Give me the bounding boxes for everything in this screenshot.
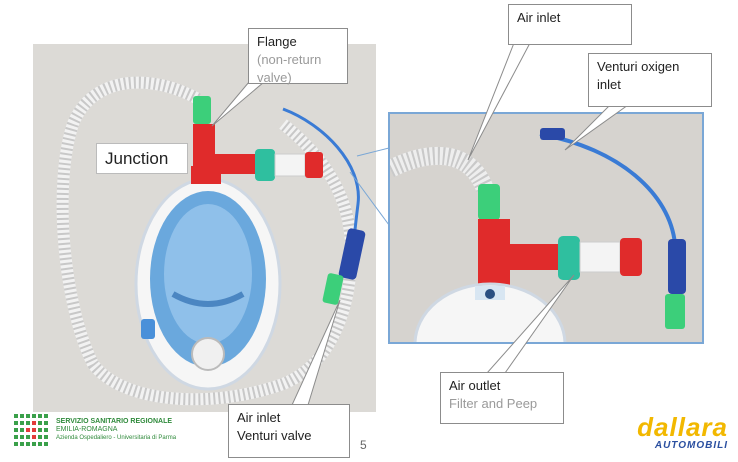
org-line2: EMILIA-ROMAGNA xyxy=(56,426,118,433)
org-logo xyxy=(14,414,52,446)
left-photo xyxy=(33,44,376,412)
callout-air-inlet-venturi-line2: Venturi valve xyxy=(237,428,312,443)
callout-air-outlet: Air outlet Filter and Peep xyxy=(440,372,564,424)
callout-air-outlet-sub: Filter and Peep xyxy=(449,396,538,411)
callout-venturi-oxygen-label: Venturi oxigen inlet xyxy=(597,59,680,92)
callout-flange-sub: (non-return valve) xyxy=(257,52,322,85)
callout-air-inlet-venturi-line1: Air inlet xyxy=(237,410,281,425)
callout-flange-title: Flange xyxy=(257,34,297,49)
dallara-wordmark: dallara xyxy=(637,412,728,442)
org-logo-grid-icon xyxy=(14,414,48,446)
org-line1: SERVIZIO SANITARIO REGIONALE xyxy=(56,418,173,425)
org-line3: Azienda Ospedaliero - Universitaria di P… xyxy=(56,435,177,441)
callout-air-inlet-top-label: Air inlet xyxy=(517,10,561,25)
callout-air-inlet-top: Air inlet xyxy=(508,4,632,45)
callout-venturi-oxygen: Venturi oxigen inlet xyxy=(588,53,712,107)
callout-junction: Junction xyxy=(96,143,188,174)
mask-assembly-illustration xyxy=(56,76,366,406)
callout-air-outlet-title: Air outlet xyxy=(449,378,501,393)
page-number: 5 xyxy=(360,438,367,452)
dallara-logo: dallara AUTOMOBILI xyxy=(588,414,728,454)
callout-air-inlet-venturi: Air inlet Venturi valve xyxy=(228,404,350,458)
org-text: SERVIZIO SANITARIO REGIONALE EMILIA-ROMA… xyxy=(56,418,206,442)
callout-junction-label: Junction xyxy=(105,149,169,168)
callout-flange: Flange (non-return valve) xyxy=(248,28,348,85)
dallara-sub: AUTOMOBILI xyxy=(654,440,728,451)
